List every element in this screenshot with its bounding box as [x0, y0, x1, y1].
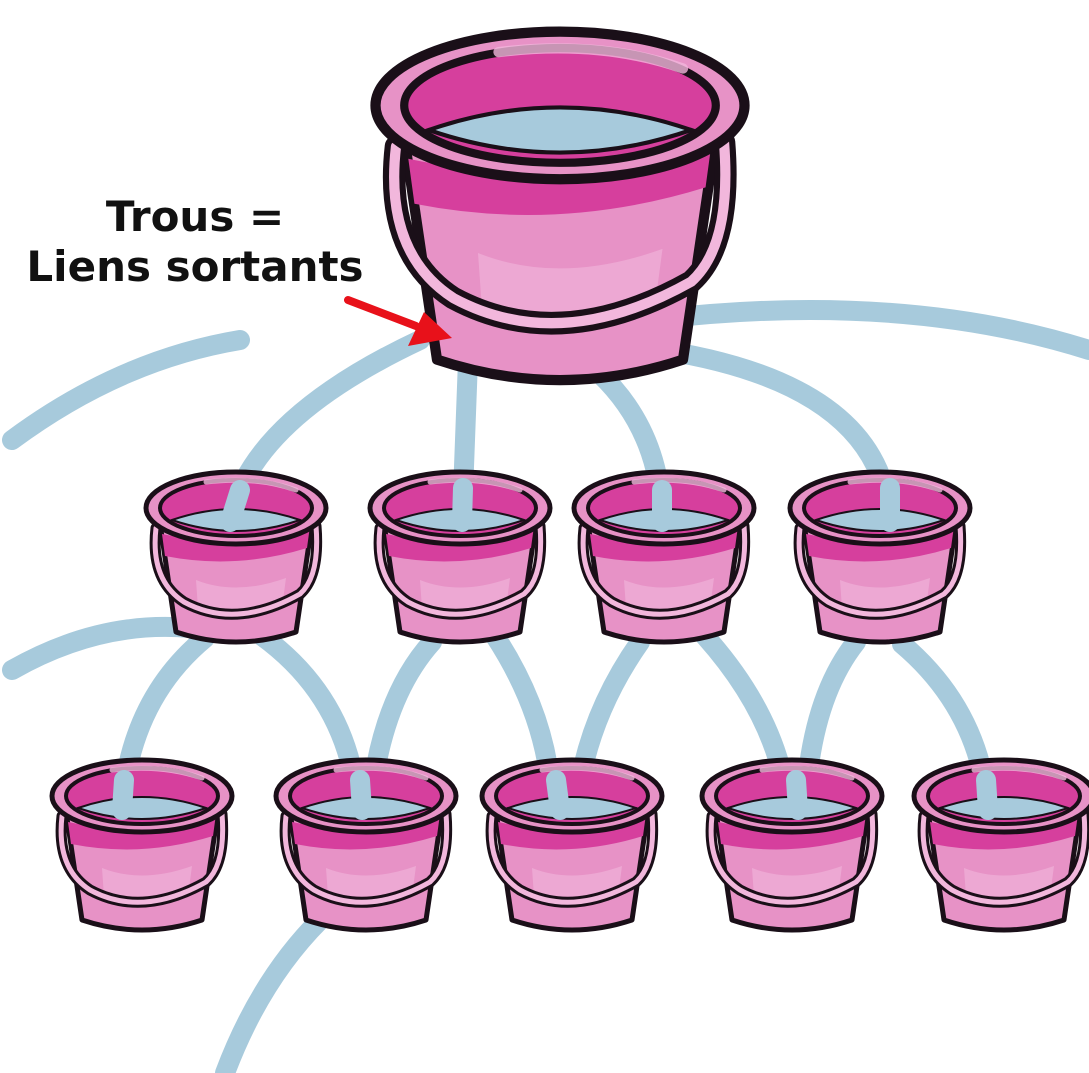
caption-line-1: Trous =	[105, 192, 285, 241]
stream-entry-tips	[112, 478, 998, 820]
water-streams	[2, 300, 1089, 1073]
stream-top-left-offscreen	[2, 330, 250, 450]
arrow-icon	[344, 296, 452, 346]
bucket-icon	[482, 760, 662, 930]
bucket-icon	[914, 760, 1089, 930]
stream-mid-1-left-offscreen	[2, 616, 200, 680]
stream-bottom-2-offscreen	[215, 910, 330, 1073]
bucket-icon	[52, 760, 232, 930]
caption-line-2: Liens sortants	[26, 242, 364, 291]
caption: Trous = Liens sortants	[10, 192, 380, 292]
stream-top-right-offscreen	[640, 300, 1089, 360]
